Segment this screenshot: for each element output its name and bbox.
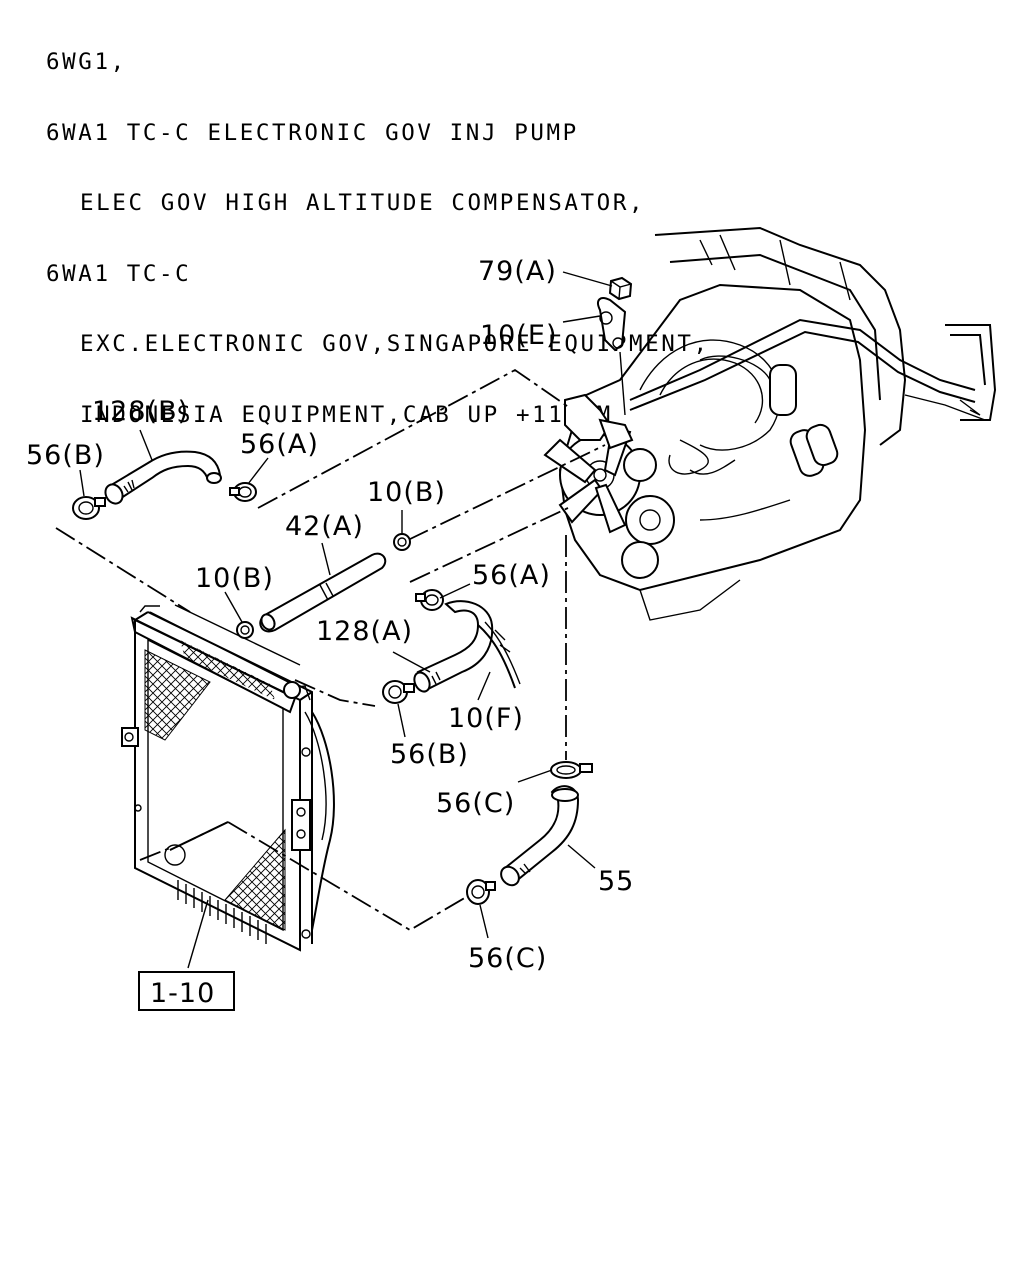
callout-56b-low: 56(B): [390, 739, 469, 770]
hose-128b: [104, 450, 222, 505]
clamp-56a-mid: [415, 589, 444, 611]
applicability-header: 6WG1, 6WA1 TC-C ELECTRONIC GOV INJ PUMP …: [46, 4, 710, 474]
header-line-2: 6WA1 TC-C ELECTRONIC GOV INJ PUMP: [46, 119, 579, 146]
clamp-56b-low: [382, 680, 415, 704]
clip-10b-right: [393, 533, 411, 551]
reference-box: 1-10: [138, 971, 235, 1011]
clamp-56c-upper: [550, 761, 593, 779]
callout-10f: 10(F): [448, 703, 524, 734]
hose-55: [500, 785, 580, 887]
reference-box-label: 1-10: [150, 978, 215, 1009]
clamp-56b-top: [72, 496, 106, 520]
header-line-4: 6WA1 TC-C: [46, 260, 192, 287]
callout-56a-mid: 56(A): [472, 560, 551, 591]
callout-56c-lower: 56(C): [468, 943, 547, 974]
callout-42a: 42(A): [285, 511, 364, 542]
callout-128b: 128(B): [92, 396, 189, 427]
engine-assembly: [543, 226, 997, 621]
callout-10b-right: 10(B): [367, 477, 446, 508]
callout-10e: 10(E): [480, 320, 557, 351]
clamp-56a-top: [229, 482, 257, 502]
radiator: [121, 604, 335, 952]
clamp-56c-lower: [466, 879, 496, 905]
leader-lines: [79, 271, 613, 969]
pipe-42a: [259, 552, 387, 633]
callout-10b-left: 10(B): [195, 563, 274, 594]
header-line-3: ELEC GOV HIGH ALTITUDE COMPENSATOR,: [80, 190, 646, 216]
callout-128a: 128(A): [316, 616, 413, 647]
hose-128a: [413, 600, 521, 693]
callout-56a-top: 56(A): [240, 429, 319, 460]
header-line-5: EXC.ELECTRONIC GOV,SINGAPORE EQUIPMENT,: [80, 331, 710, 357]
routing-lines: [55, 368, 606, 932]
callout-56b-top: 56(B): [26, 440, 105, 471]
header-line-1: 6WG1,: [46, 49, 127, 75]
clip-10b-left: [236, 621, 254, 639]
callout-55: 55: [598, 866, 634, 897]
callout-56c-upper: 56(C): [436, 788, 515, 819]
callout-79a: 79(A): [478, 256, 557, 287]
